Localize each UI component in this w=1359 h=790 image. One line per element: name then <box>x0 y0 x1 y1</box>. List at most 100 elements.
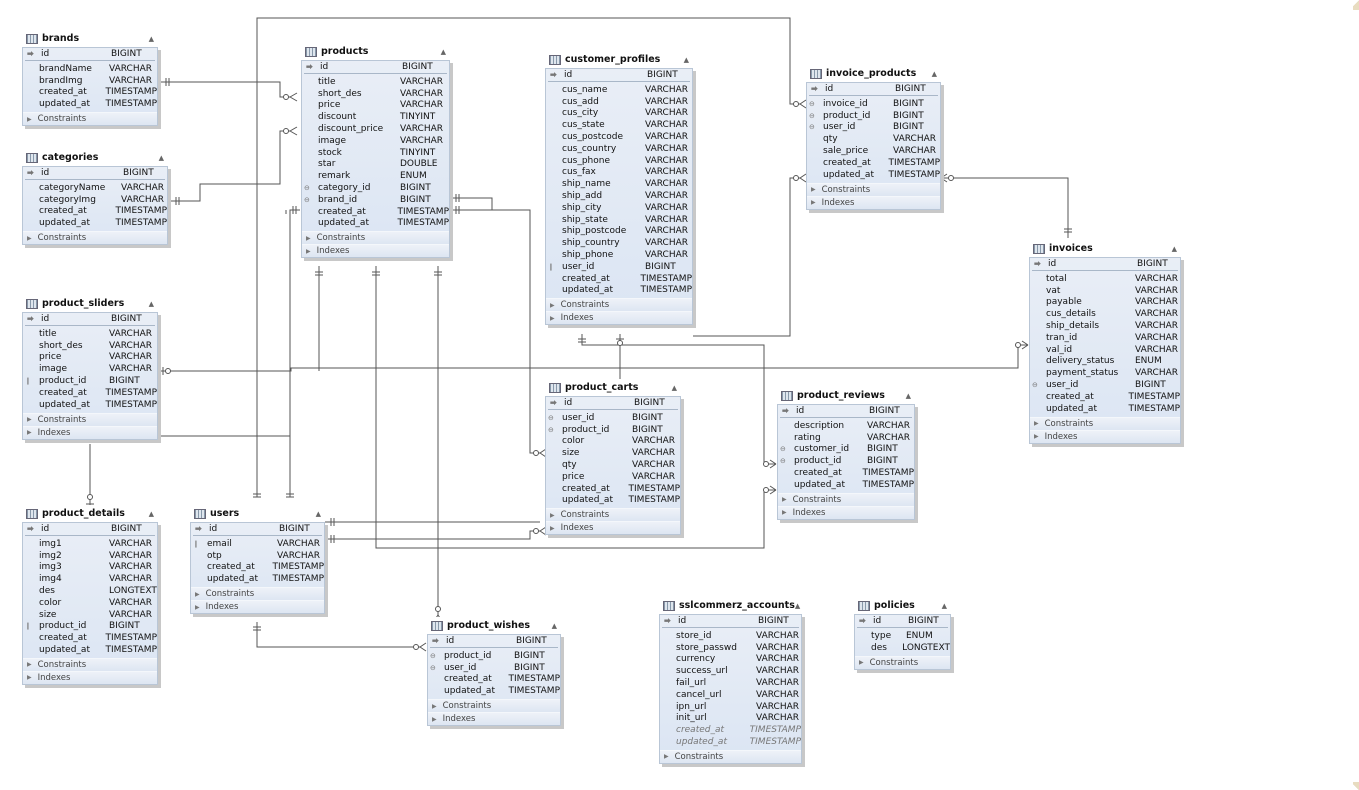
table-header[interactable]: sslcommerz_accounts▲ <box>659 597 802 614</box>
collapse-icon[interactable]: ▲ <box>148 299 154 308</box>
table-header[interactable]: product_sliders▲ <box>22 295 158 312</box>
table-header[interactable]: product_carts▲ <box>545 379 681 396</box>
section-indexes[interactable]: ▶Indexes <box>1030 429 1180 443</box>
table-header[interactable]: brands▲ <box>22 30 158 47</box>
section-constraints[interactable]: ▶Constraints <box>23 412 157 426</box>
collapse-icon[interactable]: ▲ <box>683 55 689 64</box>
section-indexes[interactable]: ▶Indexes <box>302 244 449 258</box>
section-indexes[interactable]: ▶Indexes <box>23 670 157 684</box>
table-header[interactable]: product_wishes▲ <box>427 617 561 634</box>
table-header[interactable]: product_details▲ <box>22 505 158 522</box>
table-header[interactable]: customer_profiles▲ <box>545 51 693 68</box>
section-constraints[interactable]: ▶Constraints <box>546 508 680 522</box>
section-constraints[interactable]: ▶Constraints <box>302 231 449 245</box>
section-constraints[interactable]: ▶Constraints <box>660 749 801 763</box>
section-constraints[interactable]: ▶Constraints <box>855 655 950 669</box>
collapse-icon[interactable]: ▲ <box>148 34 154 43</box>
section-constraints[interactable]: ▶Constraints <box>428 699 560 713</box>
collapse-icon[interactable]: ▲ <box>1171 244 1177 253</box>
collapse-icon[interactable]: ▲ <box>315 509 321 518</box>
collapse-icon[interactable]: ▲ <box>905 391 911 400</box>
table-header[interactable]: invoices▲ <box>1029 240 1181 257</box>
section-indexes[interactable]: ▶Indexes <box>23 425 157 439</box>
